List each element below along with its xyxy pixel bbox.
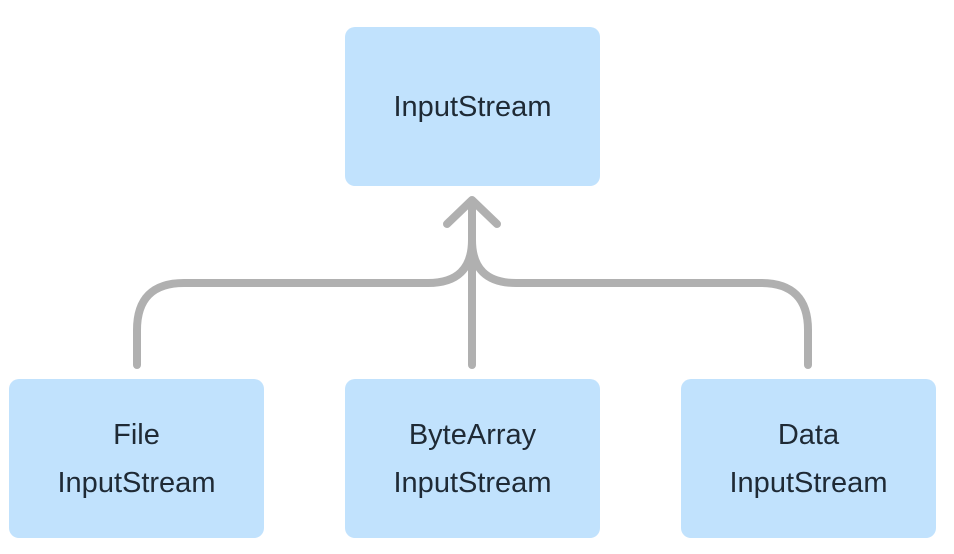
node-bytearray-inputstream: ByteArray InputStream bbox=[345, 379, 600, 538]
node-data-inputstream-line1: Data bbox=[777, 418, 840, 451]
inheritance-arrowhead bbox=[443, 196, 501, 228]
connector-data-to-inputstream bbox=[468, 236, 812, 369]
node-data-inputstream-line2: InputStream bbox=[729, 466, 888, 499]
node-data-inputstream: Data InputStream bbox=[681, 379, 936, 538]
node-file-inputstream-line2: InputStream bbox=[57, 466, 216, 499]
node-inputstream-label: InputStream bbox=[393, 90, 552, 123]
node-bytearray-inputstream-line1: ByteArray bbox=[408, 418, 537, 451]
node-inputstream: InputStream bbox=[345, 27, 600, 186]
node-file-inputstream: File InputStream bbox=[9, 379, 264, 538]
connector-file-to-inputstream bbox=[133, 236, 476, 369]
node-bytearray-inputstream-line2: InputStream bbox=[393, 466, 552, 499]
node-file-inputstream-line1: File bbox=[113, 418, 160, 451]
